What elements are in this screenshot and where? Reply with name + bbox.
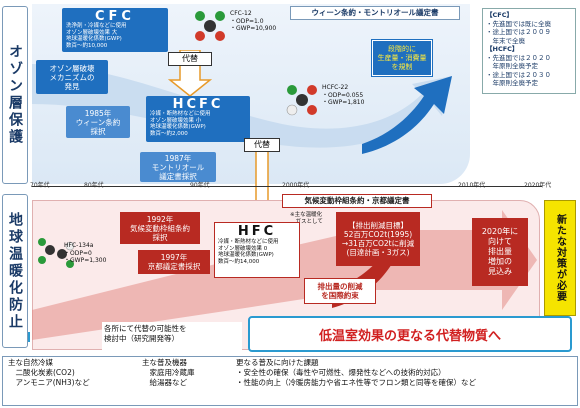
tick-70s: 70年代 (30, 182, 50, 189)
cfc12-odp: ・ODP=1.0 (230, 17, 264, 25)
kyoto-banner: 気候変動枠組条約・京都議定書 (282, 194, 432, 208)
substitute-label-2: 代替 (244, 138, 280, 152)
substitute-label-1: 代替 (168, 52, 212, 66)
emission-target-box: 【排出削減目標】 52百万CO2t(1995) →31百万CO2tに削減 (目達… (336, 212, 420, 266)
emission-target-head: 【排出削減目標】 (348, 221, 408, 230)
hfc134a-name: HFC-134a (64, 242, 94, 249)
hcfc-description: 冷媒・断熱材などに使用 オゾン層破壊効果 小 地球温暖化係数(GWP) 数百〜約… (150, 111, 211, 137)
main-devices: 主な普及機器 家庭用冷蔵庫 給湯器など (142, 358, 195, 387)
cfc12-molecule-icon (195, 11, 225, 41)
new-measures-text: 新たな対策が必要 (554, 214, 566, 302)
hfc-title: HFC (237, 224, 277, 239)
phase-out-regulation: 段階的に 生産量・消費量 を規制 (372, 40, 432, 76)
forecast-2020-box: 2020年に 向けて 排出量 増加の 見込み (472, 218, 528, 286)
hfc134a-odp: ・ODP=0 (64, 249, 92, 257)
hcfc-status-lines: ・先進国では２０２０ 年原則全廃予定 ・途上国では２０３０ 年原則全廃予定 (486, 53, 551, 88)
timeline-axis (32, 186, 542, 187)
tick-2010s: 2010年代 (458, 182, 486, 189)
new-measures-needed: 新たな対策が必要 (544, 200, 576, 316)
ozone-mechanism-discovery: オゾン層破壊 メカニズムの 発見 (36, 60, 108, 94)
cfc-status-lines: ・先進国では既に全廃 ・途上国では２００９ 年末で全廃 (486, 19, 551, 45)
hfc134a-molecule-icon (38, 238, 75, 268)
hcfc-status-head: 【HCFC】 (486, 45, 519, 53)
hcfc22-gwp: ・GWP=1,810 (322, 99, 365, 106)
low-gwp-headline: 低温室効果の更なる代替物質へ (318, 328, 501, 344)
hfc134a-gwp: ・GWP=1,300 (64, 257, 107, 264)
ozone-protection-text: オゾン層保護 (7, 44, 23, 146)
hcfc-box: HCFC 冷媒・断熱材などに使用 オゾン層破壊効果 小 地球温暖化係数(GWP)… (146, 96, 250, 142)
hcfc22-odp: ・ODP=0.055 (322, 91, 364, 99)
research-possibility: 各所にて代替の可能性を 検討中（研究開発等） (102, 322, 242, 352)
vienna-montreal-banner: ウィーン条約・モントリオール議定書 (290, 6, 460, 20)
hfc-description: 冷媒・断熱材などに使用 オゾン層破壊効果 0 地球温暖化係数(GWP) 数百〜約… (218, 239, 279, 265)
global-warming-label: 地球温暖化防止 (2, 194, 28, 348)
cfc-box: CFC 洗浄剤・冷媒などに使用 オゾン層破壊効果 大 地球温暖化係数(GWP) … (62, 8, 168, 52)
research-dashed-line (28, 332, 128, 342)
cfc-description: 洗浄剤・冷媒などに使用 オゾン層破壊効果 大 地球温暖化係数(GWP) 数百〜約… (66, 23, 127, 49)
tick-80s: 80年代 (84, 182, 104, 189)
low-gwp-headline-box: 低温室効果の更なる代替物質へ (248, 316, 572, 352)
ghg-note: ※主な温暖化 ガスとして (290, 212, 323, 225)
kyoto-1997-box: 1997年 京都議定書採択 (138, 250, 210, 274)
emission-target-1: 52百万CO2t(1995) (343, 230, 413, 239)
cfc12-gwp: ・GWP=10,900 (230, 25, 277, 32)
emission-reduction-commitment: 排出量の削減 を国際約束 (304, 278, 376, 304)
cfc-status-head: 【CFC】 (486, 11, 513, 19)
natural-refrigerants: 主な自然冷媒 二酸化炭素(CO2) アンモニア(NH3)など (8, 358, 90, 387)
footer-panel (2, 356, 578, 406)
tick-90s: 90年代 (190, 182, 210, 189)
cfc12-name: CFC-12 (230, 10, 252, 17)
hcfc22-info: HCFC-22 ・ODP=0.055 ・GWP=1,810 (322, 84, 386, 107)
hcfc-title: HCFC (172, 97, 224, 112)
tick-2000s: 2000年代 (282, 182, 310, 189)
global-warming-text: 地球温暖化防止 (7, 211, 23, 331)
tick-2020s: 2020年代 (524, 182, 552, 189)
montreal-1987-box: 1987年 モントリオール 議定書採択 (140, 152, 216, 182)
hcfc22-name: HCFC-22 (322, 84, 349, 91)
hfc-box: HFC 冷媒・断熱材などに使用 オゾン層破壊効果 0 地球温暖化係数(GWP) … (214, 222, 300, 278)
hcfc22-molecule-icon (286, 85, 317, 116)
unfccc-1992-box: 1992年 気候変動枠組条約 採択 (120, 212, 200, 244)
emission-target-2: →31百万CO2tに削減 (目達計画・3ガス) (341, 239, 415, 257)
hfc134a-info: HFC-134a ・ODP=0 ・GWP=1,300 (64, 242, 124, 265)
cfc12-info: CFC-12 ・ODP=1.0 ・GWP=10,900 (230, 10, 290, 33)
future-challenges: 更なる普及に向けた課題 ・安全性の確保（毒性や可燃性、爆発性などへの技術的対応）… (236, 358, 476, 387)
phase-out-status-panel: 【CFC】 ・先進国では既に全廃 ・途上国では２００９ 年末で全廃 【HCFC】… (482, 8, 576, 94)
ozone-protection-label: オゾン層保護 (2, 6, 28, 184)
cfc-title: CFC (95, 9, 135, 24)
vienna-1985-box: 1985年 ウィーン条約 採択 (66, 106, 130, 138)
